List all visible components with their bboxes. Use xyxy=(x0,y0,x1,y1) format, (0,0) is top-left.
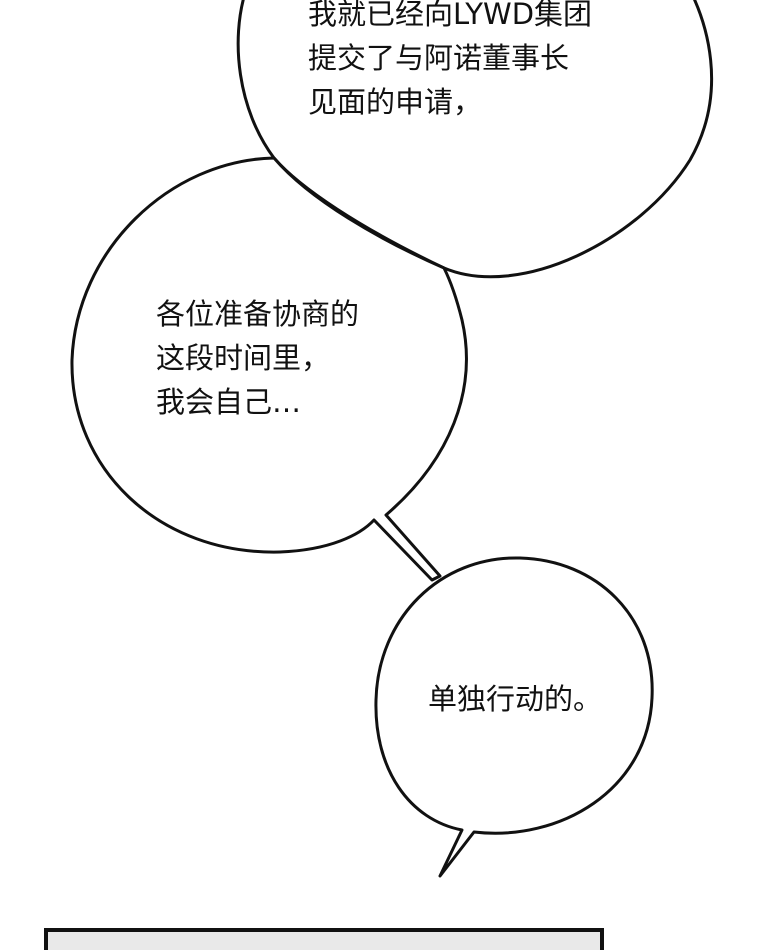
speech-line: 提交了与阿诺董事长 xyxy=(308,41,570,75)
speech-line: 我就已经向LYWD集团 xyxy=(308,0,593,31)
speech-bubble-middle xyxy=(70,156,468,582)
speech-bubble-top xyxy=(236,0,714,279)
speech-line: 见面的申请， xyxy=(308,85,483,119)
speech-line: 各位准备协商的 xyxy=(156,297,360,331)
speech-text-top: 我就已经向LYWD集团 提交了与阿诺董事长 见面的申请， xyxy=(308,0,592,124)
next-panel-border xyxy=(44,928,604,950)
speech-line: 单独行动的。 xyxy=(428,682,603,716)
speech-bubble-bottom xyxy=(374,556,654,878)
speech-line: 这段时间里， xyxy=(156,341,331,375)
speech-line: 我会自己… xyxy=(156,385,302,419)
speech-text-bottom: 单独行动的。 xyxy=(428,677,602,721)
speech-text-middle: 各位准备协商的 这段时间里， 我会自己… xyxy=(156,292,359,424)
